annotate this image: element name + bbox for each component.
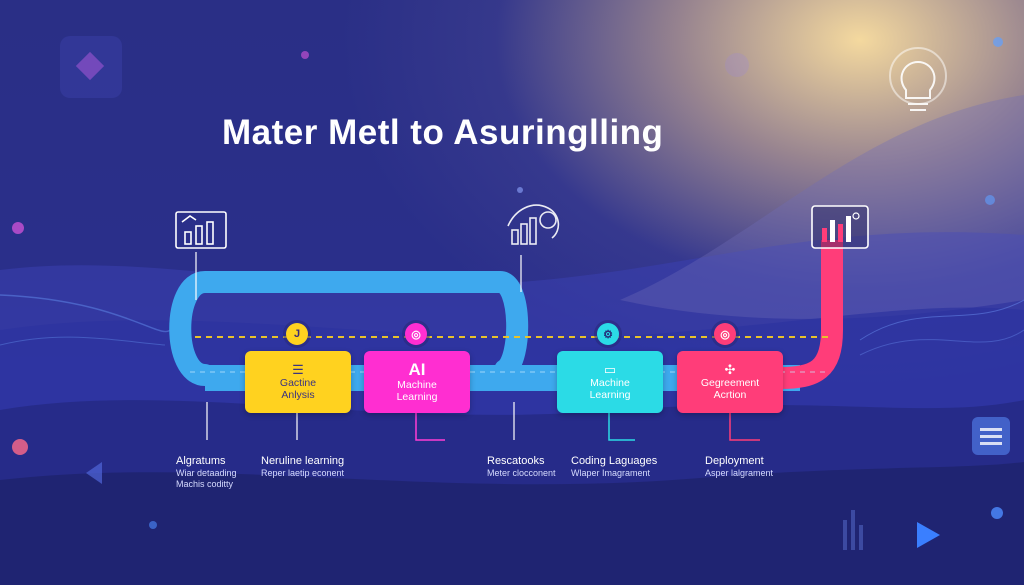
label-heading: Rescatooks	[487, 455, 545, 467]
decor-dot	[12, 439, 28, 455]
decor-dot	[725, 53, 749, 77]
screen-icon: ▭	[603, 362, 617, 377]
label-sub: Wiar detaading	[176, 468, 237, 478]
label-sub: Meter clocconent	[487, 468, 556, 478]
label-heading: Coding Laguages	[571, 455, 658, 467]
label-heading: Algratums	[176, 455, 226, 467]
card-label: Machine	[397, 379, 437, 391]
card-label: Gegreement	[700, 377, 760, 389]
label-heading: Neruline learning	[261, 455, 345, 467]
track-loop	[169, 271, 529, 386]
label-algratums: Algratums Wiar detaading Machis coditty	[176, 455, 237, 490]
diamond-icon	[60, 36, 122, 98]
label-neruline-learning: Neruline learning Reper laetip econent	[261, 455, 344, 479]
page-title: Mater Metl to Asuringlling	[222, 113, 664, 152]
node-marker: ◎	[405, 323, 427, 345]
label-sub: Reper laetip econent	[261, 468, 345, 478]
triangle-icon	[86, 462, 102, 484]
label-coding-laguages: Coding Laguages Wlaper Imagrament	[571, 455, 657, 479]
analytics-icon	[507, 204, 560, 245]
card-label: Learning	[396, 391, 438, 403]
decor-dot	[993, 37, 1003, 47]
label-sub: Asper lalgrament	[705, 468, 774, 478]
document-icon: ☰	[292, 362, 304, 377]
label-sub: Wlaper Imagrament	[571, 468, 651, 478]
label-heading: Deployment	[705, 455, 764, 467]
decor-dot	[149, 521, 157, 529]
label-sub: Machis coditty	[176, 479, 234, 489]
list-panel-icon	[972, 417, 1010, 455]
decor-dot	[301, 51, 309, 59]
decor-dot	[12, 222, 24, 234]
card-label: Gactine	[279, 377, 317, 389]
chart-panel-icon	[811, 205, 869, 249]
step-card-gactine-analysis: ☰ Gactine Anlysis	[245, 351, 351, 413]
card-label: Anlysis	[281, 389, 315, 401]
step-card-gegreement-acrtion: ✣ Gegreement Acrtion	[677, 351, 783, 413]
decor-dot	[517, 187, 523, 193]
label-rescatooks: Rescatooks Meter clocconent	[487, 455, 556, 479]
card-label: Learning	[589, 389, 631, 401]
node-marker: ⚙	[597, 323, 619, 345]
card-label: AI	[408, 360, 426, 379]
bar-chart-icon	[175, 211, 227, 249]
node-marker: J	[286, 323, 308, 345]
step-card-ai-machine-learning: AI Machine Learning	[364, 351, 470, 413]
card-label: Acrtion	[713, 389, 747, 401]
decor-dot	[991, 507, 1003, 519]
play-icon	[917, 522, 940, 548]
node-marker: ◎	[714, 323, 736, 345]
decor-dot	[985, 195, 995, 205]
cycle-icon: ✣	[724, 362, 736, 377]
label-deployment: Deployment Asper lalgrament	[705, 455, 773, 479]
card-label: Machine	[590, 377, 630, 389]
track-riser	[779, 240, 843, 389]
lightbulb-icon	[889, 47, 947, 111]
step-card-machine-learning: ▭ Machine Learning	[557, 351, 663, 413]
